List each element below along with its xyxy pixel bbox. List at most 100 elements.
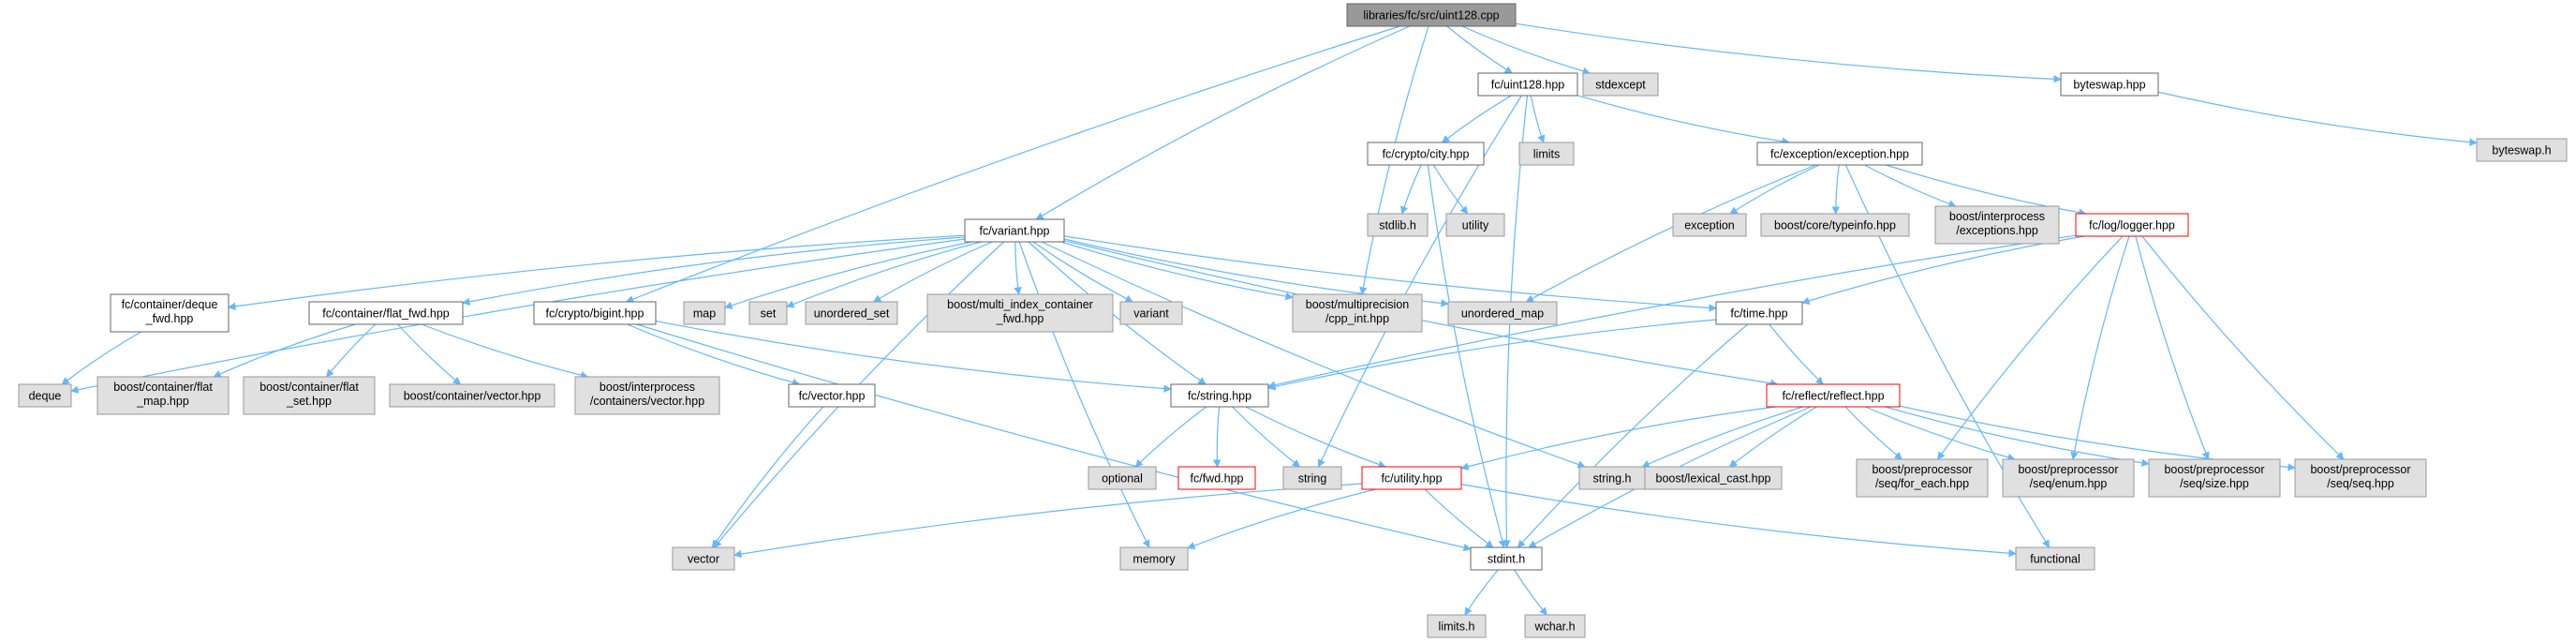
edge-line (2141, 235, 2345, 460)
edge-line (1442, 95, 1512, 143)
node-fc-vector-hpp[interactable]: fc/vector.hpp (788, 383, 876, 408)
edge-line (421, 323, 589, 380)
node-box (1470, 546, 1543, 571)
node-box (243, 376, 376, 415)
node-stdint-h[interactable]: stdint.h (1470, 546, 1543, 571)
edge-fc-uint128-hpp-to-string (1317, 95, 1522, 468)
node-label: _set.hpp (286, 395, 332, 408)
edge-line (1400, 164, 1422, 215)
node-box (1477, 72, 1578, 97)
node-fc-fwd-hpp[interactable]: fc/fwd.hpp (1177, 466, 1256, 490)
node-box (2002, 458, 2135, 498)
edge-line (1035, 25, 1411, 220)
node-box (1644, 466, 1783, 490)
edge-fc-variant-hpp-to-memory (1018, 241, 1150, 548)
node-fc-log-logger-hpp[interactable]: fc/log/logger.hpp (2075, 213, 2189, 237)
edge-line (70, 238, 966, 394)
node-box (1170, 383, 1269, 408)
edge-fc-string-hpp-to-string (1232, 406, 1301, 468)
node-box (1856, 458, 1989, 498)
node-fc-time-hpp[interactable]: fc/time.hpp (1715, 301, 1803, 325)
node-label: memory (1133, 553, 1176, 566)
node-boost-flat-set: boost/container/flat_set.hpp (243, 376, 376, 415)
node-box (683, 301, 726, 325)
node-pp-seq: boost/preprocessor/seq/seq.hpp (2294, 458, 2427, 498)
edge-fc-exception-hpp-to-unordered-map (1525, 164, 1816, 303)
node-fc-crypto-bigint[interactable]: fc/crypto/bigint.hpp (533, 301, 657, 325)
node-fc-crypto-city-hpp[interactable]: fc/crypto/city.hpp (1367, 142, 1485, 166)
node-box (2294, 458, 2427, 498)
edge-fc-reflect-hpp-to-boost-lexical-cast (1728, 406, 1817, 468)
edge-fc-uint128-hpp-to-fc-exception-hpp (1577, 95, 1790, 145)
node-box (389, 383, 555, 408)
node-label: fc/utility.hpp (1381, 472, 1442, 486)
node-label: _fwd.hpp (145, 312, 194, 325)
node-label: fc/reflect/reflect.hpp (1782, 390, 1884, 403)
edge-fc-variant-hpp-to-fc-string-hpp (1028, 241, 1207, 385)
node-fc-exception-hpp[interactable]: fc/exception/exception.hpp (1756, 142, 1923, 166)
node-label: wchar.h (1533, 621, 1575, 634)
edge-fc-variant-hpp-to-fc-time-hpp (1063, 235, 1717, 312)
node-fc-utility-hpp[interactable]: fc/utility.hpp (1361, 466, 1462, 490)
node-label: fc/crypto/city.hpp (1383, 148, 1470, 161)
edge-line (1460, 406, 1776, 471)
node-box (1715, 301, 1803, 325)
edge-line (1267, 319, 1717, 391)
node-fc-string-hpp[interactable]: fc/string.hpp (1170, 383, 1269, 408)
node-unordered-set: unordered_set (805, 301, 898, 325)
node-uint128-cpp[interactable]: libraries/fc/src/uint128.cpp (1346, 3, 1517, 27)
node-label: libraries/fc/src/uint128.cpp (1363, 9, 1499, 22)
edge-fc-utility-hpp-to-vector (733, 483, 1363, 559)
node-byteswap-hpp[interactable]: byteswap.hpp (2060, 72, 2159, 97)
node-label: string.h (1593, 472, 1632, 486)
node-vector: vector (672, 546, 735, 571)
node-box (2060, 72, 2159, 97)
node-fc-container-flat-fwd[interactable]: fc/container/flat_fwd.hpp (308, 301, 464, 325)
node-box (1445, 213, 1505, 237)
node-box (1119, 546, 1189, 571)
node-label: boost/preprocessor (2164, 463, 2264, 476)
node-label: boost/container/vector.hpp (404, 390, 541, 403)
node-deque: deque (18, 383, 72, 408)
edge-fc-log-logger-hpp-to-fc-string-hpp (1267, 234, 2077, 389)
node-box (1292, 293, 1423, 333)
node-label: fc/fwd.hpp (1191, 472, 1244, 486)
node-box (1088, 466, 1157, 490)
edge-line (462, 236, 966, 306)
edge-fc-variant-hpp-to-boost-mp-cpp-int (1060, 241, 1294, 301)
node-fc-reflect-hpp[interactable]: fc/reflect/reflect.hpp (1766, 383, 1901, 408)
node-label: boost/preprocessor (1872, 463, 1972, 476)
edge-fc-exception-hpp-to-boost-interprocess-exceptions (1864, 164, 1957, 208)
edge-line (1885, 406, 2150, 467)
node-label: variant (1133, 307, 1169, 321)
node-fc-uint128-hpp[interactable]: fc/uint128.hpp (1477, 72, 1578, 97)
edge-fc-exception-hpp-to-boost-typeinfo (1831, 164, 1841, 215)
edge-uint128-cpp-to-fc-uint128-hpp (1446, 25, 1514, 74)
node-label: fc/string.hpp (1188, 390, 1251, 403)
edge-line (1446, 25, 1514, 74)
edge-fc-time-hpp-to-fc-reflect-hpp (1769, 323, 1824, 385)
node-string-h: string.h (1578, 466, 1646, 490)
node-label: /exceptions.hpp (1956, 224, 2038, 237)
edge-uint128-cpp-to-byteswap-hpp (1515, 22, 2062, 83)
node-label: _map.hpp (136, 395, 189, 408)
edge-line (1517, 323, 1749, 548)
node-label: /seq/seq.hpp (2327, 477, 2394, 490)
edge-line (627, 323, 801, 387)
node-label: fc/uint128.hpp (1491, 79, 1565, 92)
edge-fc-reflect-hpp-to-fc-utility-hpp (1460, 406, 1776, 471)
node-box (308, 301, 464, 325)
node-fc-variant-hpp[interactable]: fc/variant.hpp (964, 218, 1065, 243)
node-pp-size: boost/preprocessor/seq/size.hpp (2148, 458, 2281, 498)
edge-line (655, 320, 1172, 393)
edge-line (1424, 488, 1494, 548)
edge-line (1937, 235, 2124, 460)
edge-line (1641, 406, 1803, 468)
edge-byteswap-hpp-to-byteswap-h (2157, 91, 2478, 146)
node-box (1756, 142, 1923, 166)
node-label: boost/lexical_cast.hpp (1656, 472, 1771, 486)
node-wchar-h: wchar.h (1524, 614, 1586, 638)
edge-line (1801, 235, 2085, 305)
node-fc-container-deque-fwd[interactable]: fc/container/deque_fwd.hpp (110, 293, 229, 333)
edge-fc-container-deque-fwd-to-deque (61, 331, 142, 385)
